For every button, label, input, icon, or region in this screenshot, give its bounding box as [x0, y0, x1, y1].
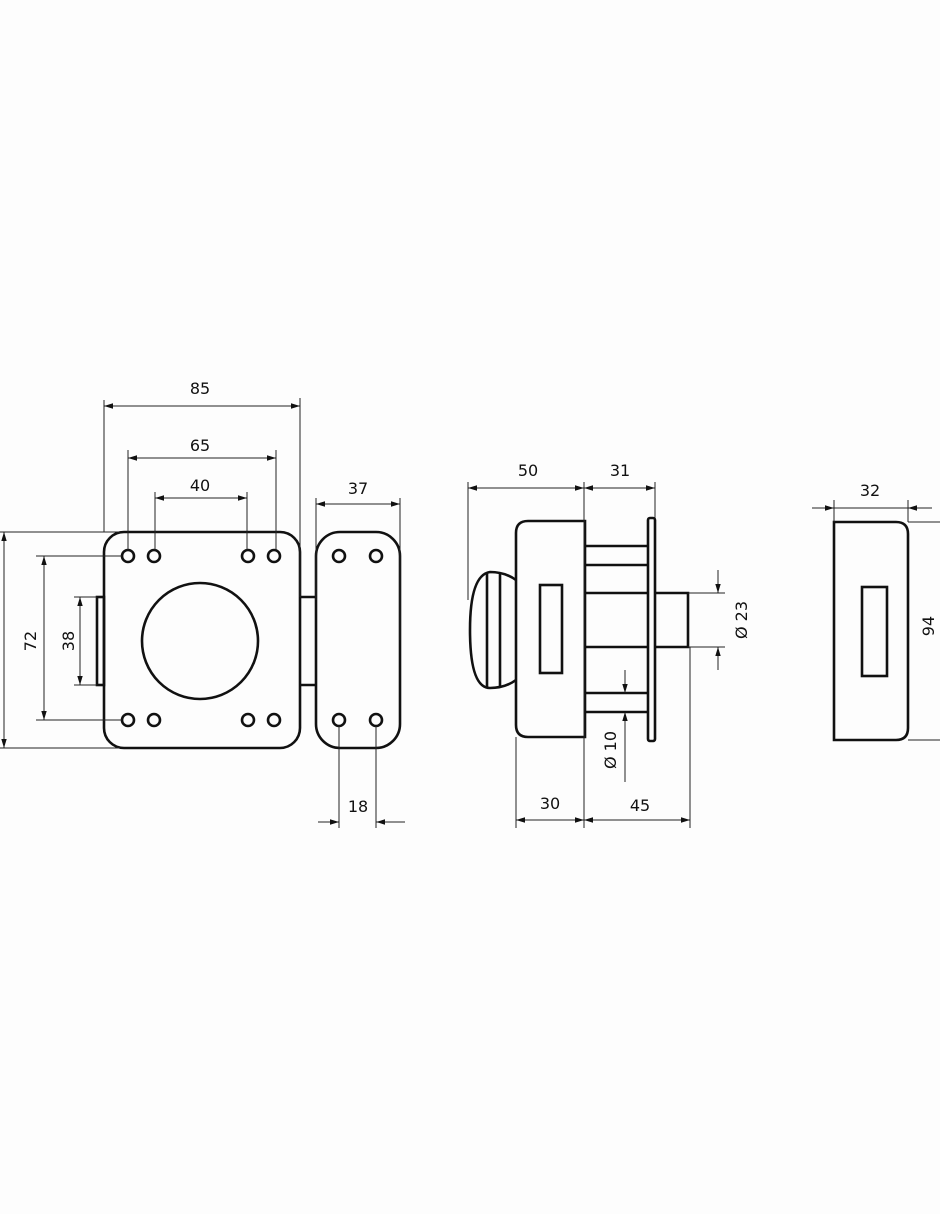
bolt-left — [95, 595, 106, 687]
dim-85: 85 — [190, 379, 210, 398]
bolt-connector — [300, 595, 316, 687]
dim-65: 65 — [190, 436, 210, 455]
dim-45: 45 — [630, 796, 650, 815]
knob — [468, 570, 517, 690]
dim-32: 32 — [860, 481, 880, 500]
strike-plate — [832, 520, 910, 742]
dim-18: 18 — [348, 797, 368, 816]
cylinder-tail — [655, 591, 690, 649]
cylinder-hole — [140, 581, 260, 701]
strike-view: 32 94 — [812, 481, 940, 742]
dim-diameter-10: Ø 10 — [601, 731, 620, 769]
dim-diameter-23: Ø 23 — [732, 601, 751, 639]
keeper — [314, 530, 402, 750]
dim-38: 38 — [59, 631, 78, 651]
mounting-plate — [646, 516, 657, 743]
dim-50: 50 — [518, 461, 538, 480]
dim-40: 40 — [190, 476, 210, 495]
side-body — [514, 519, 587, 739]
dim-30: 30 — [540, 794, 560, 813]
dim-72: 72 — [21, 631, 40, 651]
dim-31: 31 — [610, 461, 630, 480]
dim-37: 37 — [348, 479, 368, 498]
strike-slot — [860, 585, 889, 678]
keeper-holes — [331, 548, 384, 728]
dim-94: 94 — [919, 616, 938, 636]
side-view: 50 31 30 45 Ø 23 Ø 10 — [467, 461, 751, 828]
side-slot — [538, 583, 564, 675]
front-view: 85 65 40 37 18 72 38 — [0, 379, 405, 828]
